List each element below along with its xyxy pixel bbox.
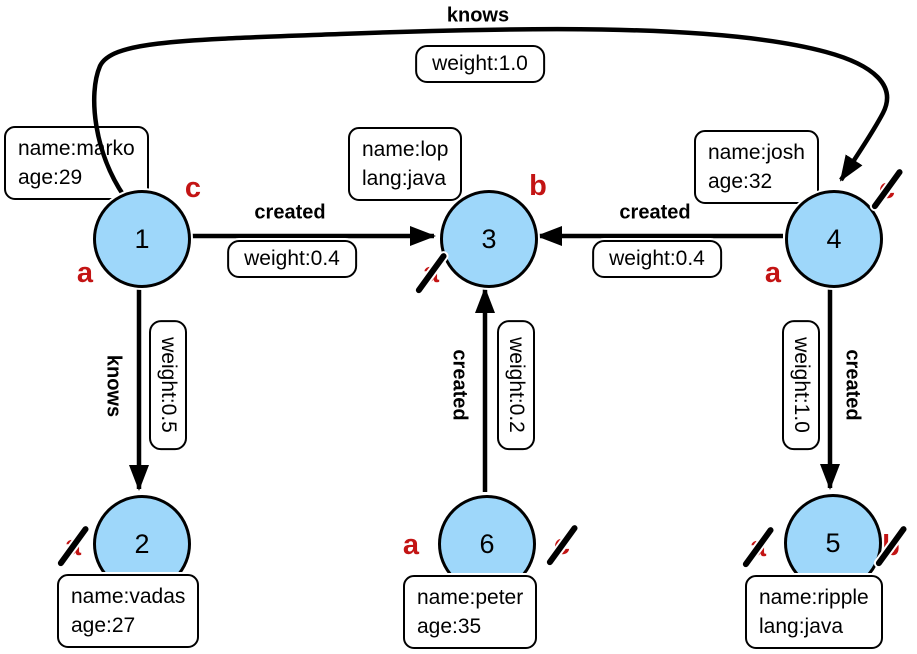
weightbox-created-6-3: weight:0.2: [497, 320, 535, 450]
propbox-vadas: name:vadas age:27: [57, 574, 200, 648]
node-1: 1: [93, 190, 191, 288]
step-marker-c-node4-struck: c: [869, 167, 905, 211]
step-marker-letter: c: [184, 171, 202, 204]
prop-line: name:peter: [417, 586, 524, 609]
step-marker-b-node5-struck: b: [873, 524, 909, 568]
propbox-lop: name:lop lang:java: [348, 127, 463, 201]
weightbox-knows-1-4: weight:1.0: [415, 45, 545, 83]
propbox-peter: name:peter age:35: [403, 575, 538, 649]
weightbox-created-1-3: weight:0.4: [227, 240, 357, 278]
edge-label-created-right: created: [619, 201, 691, 224]
propbox-josh: name:josh age:32: [694, 130, 819, 204]
step-marker-c-node1: c: [175, 170, 211, 206]
propbox-ripple: name:ripple lang:java: [745, 575, 883, 649]
weightbox-knows-1-2: weight:0.5: [149, 320, 187, 450]
prop-line: name:josh: [708, 141, 805, 164]
edge-label-created-farright: created: [841, 349, 864, 421]
prop-line: age:35: [417, 615, 482, 638]
weightbox-created-4-5: weight:1.0: [782, 320, 820, 450]
prop-line: name:marko: [18, 137, 135, 160]
prop-line: lang:java: [759, 615, 844, 638]
prop-line: age:32: [708, 170, 773, 193]
step-marker-a-node6: a: [393, 527, 429, 563]
prop-line: name:vadas: [71, 585, 186, 608]
prop-line: lang:java: [362, 167, 447, 190]
prop-line: name:ripple: [759, 586, 869, 609]
step-marker-letter: b: [529, 169, 547, 202]
step-marker-b-node3: b: [520, 168, 556, 204]
step-marker-a-node5-struck: a: [740, 525, 776, 569]
node-3: 3: [440, 190, 538, 288]
step-marker-a-node3-struck: a: [413, 251, 449, 295]
prop-line: age:29: [18, 166, 83, 189]
step-marker-a-node4: a: [755, 255, 791, 291]
weightbox-created-4-3: weight:0.4: [592, 240, 722, 278]
node-4: 4: [785, 190, 883, 288]
step-marker-a-node1: a: [67, 255, 103, 291]
edge-label-knows-top: knows: [446, 4, 510, 27]
step-marker-c-node6-struck: c: [544, 523, 580, 567]
edge-label-knows-vertical: knows: [102, 354, 125, 418]
edge-label-created-middle: created: [448, 349, 471, 421]
step-marker-letter: a: [402, 528, 420, 561]
step-marker-a-node2-struck: a: [55, 524, 91, 568]
step-marker-letter: a: [76, 256, 94, 289]
prop-line: age:27: [71, 614, 136, 637]
edge-label-created-left: created: [254, 201, 326, 224]
propbox-marko: name:marko age:29: [4, 126, 149, 200]
step-marker-letter: a: [764, 256, 782, 289]
prop-line: name:lop: [362, 138, 449, 161]
